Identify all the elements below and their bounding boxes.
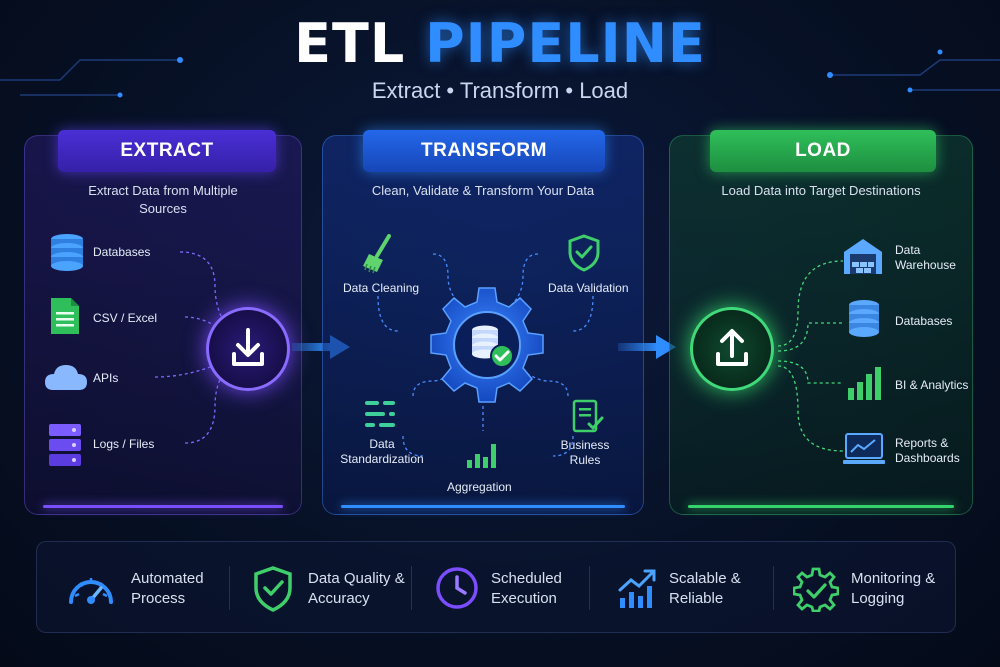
- features-bar: Automated Process Data Quality & Accurac…: [36, 541, 956, 633]
- source-label-logs: Logs / Files: [93, 437, 155, 451]
- load-panel: LOAD Load Data into Target Destinations …: [669, 130, 973, 515]
- feature-scheduled: Scheduled Execution: [435, 542, 605, 634]
- circuit-decoration-right: [827, 49, 1000, 93]
- load-header: LOAD: [710, 130, 936, 172]
- step-label-data-validation: Data Validation: [548, 281, 629, 295]
- feature-label-scheduled: Scheduled Execution: [491, 570, 562, 607]
- sliders-icon: [365, 401, 395, 427]
- page-subtitle: Extract • Transform • Load: [371, 78, 629, 103]
- warehouse-icon: [844, 239, 882, 274]
- extract-panel: EXTRACT Extract Data from Multiple Sourc…: [24, 130, 302, 515]
- feature-scalable: Scalable & Reliable: [617, 542, 787, 634]
- transform-header: TRANSFORM: [363, 130, 605, 172]
- feature-label-monitoring: Monitoring & Logging: [851, 570, 936, 607]
- circuit-decoration-left: [0, 57, 183, 98]
- page-title: ETL PIPELINE: [0, 12, 1000, 75]
- load-description: Load Data into Target Destinations: [721, 183, 921, 198]
- feature-divider: [589, 566, 590, 610]
- feature-divider: [773, 566, 774, 610]
- gear-database-check-icon: [430, 287, 544, 403]
- feature-monitoring: Monitoring & Logging: [793, 542, 953, 634]
- target-label-bi-analytics: BI & Analytics: [895, 378, 969, 392]
- target-label-data-warehouse: Data Warehouse: [895, 243, 956, 272]
- transform-accent-bar: [341, 505, 625, 508]
- target-label-reports-dashboards: Reports & Dashboards: [895, 436, 960, 465]
- bar-chart-icon: [467, 444, 496, 468]
- server-icon: [49, 424, 81, 466]
- feature-label-scalable: Scalable & Reliable: [669, 570, 741, 607]
- database-icon: [51, 234, 83, 271]
- title-pipeline: PIPELINE: [425, 12, 706, 75]
- feature-divider: [411, 566, 412, 610]
- step-label-data-cleaning: Data Cleaning: [343, 281, 420, 295]
- arrow-transform-to-load: [618, 335, 676, 359]
- extract-accent-bar: [43, 505, 283, 508]
- clock-icon: [436, 567, 478, 609]
- extract-description: Extract Data from Multiple Sources: [88, 183, 238, 216]
- extract-hub: [206, 307, 290, 391]
- spreadsheet-icon: [51, 298, 79, 334]
- title-etl: ETL: [294, 12, 406, 75]
- feature-divider: [229, 566, 230, 610]
- speedometer-icon: [69, 578, 113, 604]
- transform-description: Clean, Validate & Transform Your Data: [371, 183, 595, 198]
- transform-panel: TRANSFORM Clean, Validate & Transform Yo…: [322, 130, 644, 515]
- feature-quality: Data Quality & Accuracy: [253, 542, 423, 634]
- gear-check-icon: [793, 567, 839, 612]
- dashboard-icon: [843, 433, 885, 464]
- step-label-aggregation: Aggregation: [447, 480, 512, 494]
- shield-check-icon: [254, 566, 292, 612]
- source-label-apis: APIs: [93, 371, 119, 385]
- load-connector-lines: [778, 260, 844, 452]
- bar-chart-icon: [848, 367, 881, 400]
- load-hub: [690, 307, 774, 391]
- shield-check-icon: [568, 234, 600, 272]
- cloud-icon: [45, 365, 87, 390]
- load-accent-bar: [688, 505, 954, 508]
- extract-header: EXTRACT: [58, 130, 276, 172]
- feature-automated: Automated Process: [65, 542, 235, 634]
- feature-label-automated: Automated Process: [131, 570, 204, 607]
- step-label-data-standardization: Data Standardization: [340, 437, 424, 466]
- broom-icon: [363, 234, 391, 274]
- step-label-business-rules: Business Rules: [560, 438, 610, 467]
- target-label-databases: Databases: [895, 314, 953, 328]
- trend-up-icon: [618, 569, 656, 608]
- document-check-icon: [572, 399, 604, 433]
- source-label-databases: Databases: [93, 245, 151, 259]
- database-icon: [849, 300, 879, 337]
- feature-label-quality: Data Quality & Accuracy: [308, 570, 405, 607]
- download-icon: [232, 328, 264, 366]
- upload-icon: [716, 329, 748, 366]
- source-label-csv: CSV / Excel: [93, 311, 158, 325]
